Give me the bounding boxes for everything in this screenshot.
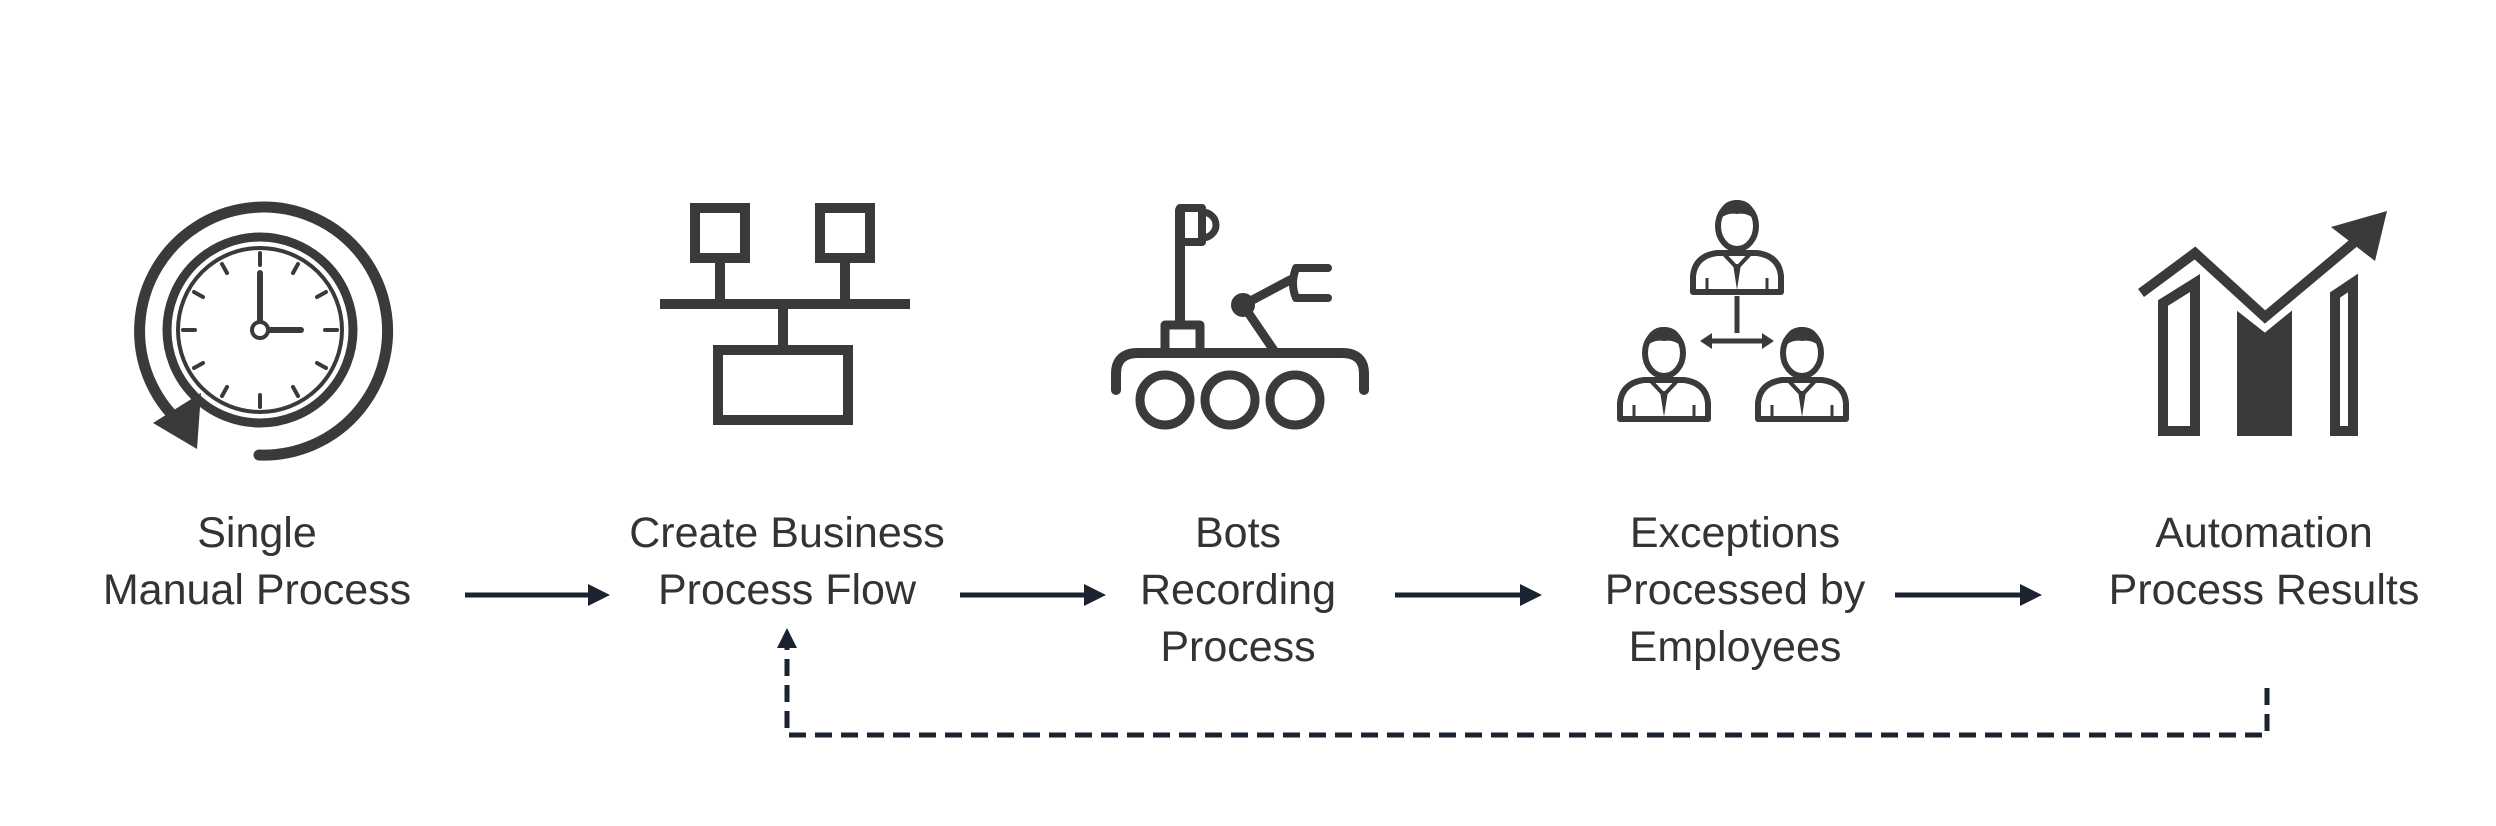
feedback-loop-arrow (777, 628, 2270, 738)
growth-chart-icon (2138, 211, 2387, 436)
arrow-step4-to-step5 (1895, 584, 2042, 606)
step-label-bots-recording-process: Bots Recording Process (1140, 509, 1336, 671)
arrow-step1-to-step2 (465, 584, 610, 606)
flowchart-icon (660, 203, 910, 425)
clock-cycle-icon (134, 201, 394, 461)
robot-rover-icon (1111, 204, 1369, 430)
step-label-automation-process-results: Automation Process Results (2108, 509, 2420, 614)
arrow-step3-to-step4 (1395, 584, 1542, 606)
step-label-exceptions-processed-by-employees: Exceptions Processed by Employees (1604, 509, 1866, 671)
arrow-step2-to-step3 (960, 584, 1106, 606)
step-label-create-business-process-flow: Create Business Process Flow (629, 509, 945, 614)
team-hierarchy-icon (1612, 193, 1862, 433)
step-label-single-manual-process: Single Manual Process (102, 509, 412, 614)
